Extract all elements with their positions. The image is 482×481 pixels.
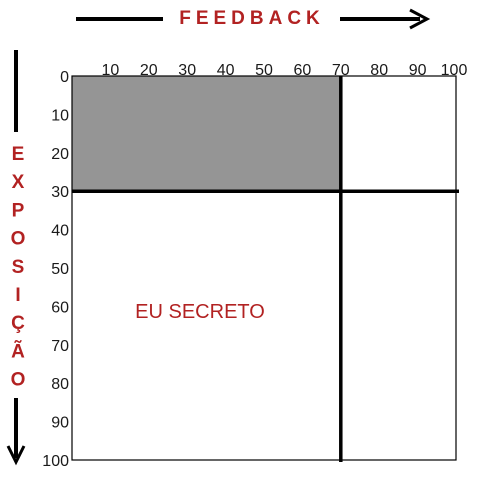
top-tick-label: 80 xyxy=(370,62,388,79)
left-title-letter: X xyxy=(12,172,25,193)
top-axis-title: FEEDBACK xyxy=(179,8,325,29)
left-tick-label: 50 xyxy=(51,261,69,278)
eu-secreto-label: EU SECRETO xyxy=(135,301,265,323)
top-tick-label: 40 xyxy=(217,62,235,79)
left-title-letter: Ã xyxy=(11,340,25,362)
left-axis-arrow xyxy=(6,398,26,466)
left-tick-label: 20 xyxy=(51,146,69,163)
top-tick-label: 50 xyxy=(255,62,273,79)
left-tick-label: 100 xyxy=(42,453,69,470)
left-tick-label: 10 xyxy=(51,107,69,124)
left-title-letter: E xyxy=(12,144,25,165)
top-tick-label: 70 xyxy=(332,62,350,79)
left-title-letter: P xyxy=(12,200,25,221)
left-title-letter: Ç xyxy=(11,313,25,334)
shaded-region xyxy=(72,76,341,192)
top-tick-label: 60 xyxy=(294,62,312,79)
left-tick-label: 70 xyxy=(51,338,69,355)
left-tick-label: 40 xyxy=(51,223,69,240)
top-tick-label: 20 xyxy=(140,62,158,79)
left-title-letter: S xyxy=(12,257,25,278)
top-tick-label: 10 xyxy=(102,62,120,79)
top-axis-arrow xyxy=(340,8,431,30)
top-tick-label: 100 xyxy=(441,62,468,79)
top-tick-label: 90 xyxy=(409,62,427,79)
left-axis-ticks: 0 10 20 30 40 50 60 70 80 90 100 xyxy=(42,69,69,470)
left-tick-label: 30 xyxy=(51,184,69,201)
grid-frame xyxy=(71,75,457,461)
left-title-letter: O xyxy=(11,370,26,391)
left-tick-label: 0 xyxy=(60,69,69,86)
top-axis-ticks: 10 20 30 40 50 60 70 80 90 100 xyxy=(102,62,468,79)
left-tick-label: 60 xyxy=(51,299,69,316)
top-tick-label: 30 xyxy=(178,62,196,79)
left-tick-label: 90 xyxy=(51,415,69,432)
left-tick-label: 80 xyxy=(51,376,69,393)
left-title-letter: I xyxy=(15,285,20,306)
left-title-letter: O xyxy=(11,229,26,250)
